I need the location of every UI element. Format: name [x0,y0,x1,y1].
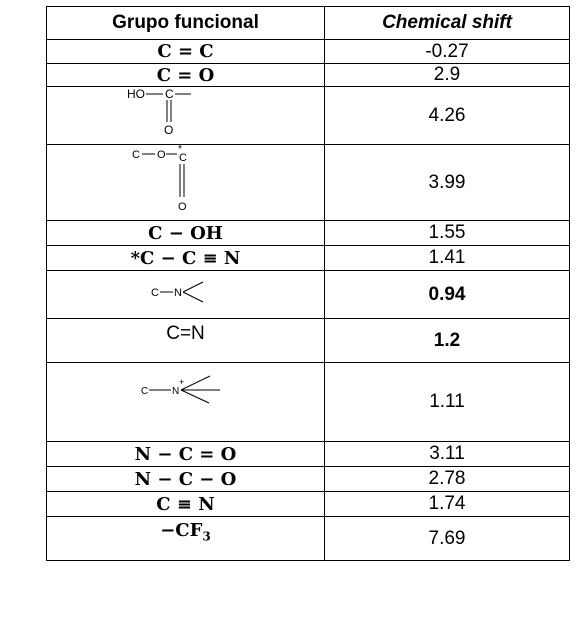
header-functional-group: Grupo funcional [46,6,325,40]
functional-group-cell: C = O [46,63,325,87]
functional-group-cell: C N [46,270,325,319]
chemical-shift-table: Grupo funcional Chemical shift C = C -0.… [46,6,570,561]
svg-text:N: N [174,287,182,299]
shift-value-cell: 7.69 [324,516,570,561]
svg-text:C: C [151,287,159,299]
shift-value-cell: 4.26 [324,86,570,145]
shift-value-cell: 1.74 [324,491,570,517]
svg-text:O: O [178,201,187,213]
table-row: N − C − O 2.78 [46,466,570,492]
table-row: C N + 1.11 [46,362,570,442]
header-row: Grupo funcional Chemical shift [46,6,570,40]
svg-text:+: + [179,377,184,387]
functional-group-cell: C − OH [46,220,325,246]
functional-group-cell: C O * C O [46,144,325,221]
shift-value-cell: -0.27 [324,39,570,64]
shift-value-cell: 2.78 [324,466,570,492]
cf3-subscript: 3 [202,529,211,544]
functional-group-cell: C = C [46,39,325,64]
ester-structure: C O * C O [132,144,187,213]
shift-value-cell: 1.55 [324,220,570,246]
header-chemical-shift: Chemical shift [324,6,570,40]
table-row: *C − C ≡ N 1.41 [46,245,570,271]
shift-value-cell: 1.41 [324,245,570,271]
functional-group-cell: HO C O [46,86,325,145]
table-row: C ≡ N 1.74 [46,491,570,517]
table-row: C = O 2.9 [46,63,570,87]
svg-text:N: N [172,386,179,397]
table-row: C − OH 1.55 [46,220,570,246]
functional-group-cell: *C − C ≡ N [46,245,325,271]
svg-text:HO: HO [127,87,145,101]
functional-group-cell: N − C − O [46,466,325,492]
table-row: N − C = O 3.11 [46,441,570,467]
shift-value-cell: 1.2 [324,318,570,363]
shift-value-cell: 3.99 [324,144,570,221]
svg-text:O: O [157,149,166,161]
table-row: C N 0.94 [46,270,570,319]
table-row: C = C -0.27 [46,39,570,64]
svg-text:C: C [179,152,187,164]
table-row: C O * C O 3.99 [46,144,570,221]
shift-value-cell: 2.9 [324,63,570,87]
svg-text:O: O [164,123,173,137]
amine-structure: C N [151,281,204,303]
svg-text:C: C [141,386,148,397]
shift-value-cell: 0.94 [324,270,570,319]
functional-group-cell: C ≡ N [46,491,325,517]
shift-value-cell: 3.11 [324,441,570,467]
table-row: −CF3 7.69 [46,516,570,561]
functional-group-cell: −CF3 [46,516,325,561]
ammonium-structure: C N + [141,375,220,404]
shift-value-cell: 1.11 [324,362,570,442]
table-row: C=N 1.2 [46,318,570,363]
svg-text:C: C [165,87,174,101]
cf3-prefix: −CF [160,520,203,541]
svg-text:*: * [178,145,182,155]
table-row: HO C O 4.26 [46,86,570,145]
carboxylic-acid-structure: HO C O [127,87,191,137]
functional-group-cell: C=N [46,318,325,363]
functional-group-cell: C N + [46,362,325,442]
functional-group-cell: N − C = O [46,441,325,467]
svg-text:C: C [132,149,140,161]
